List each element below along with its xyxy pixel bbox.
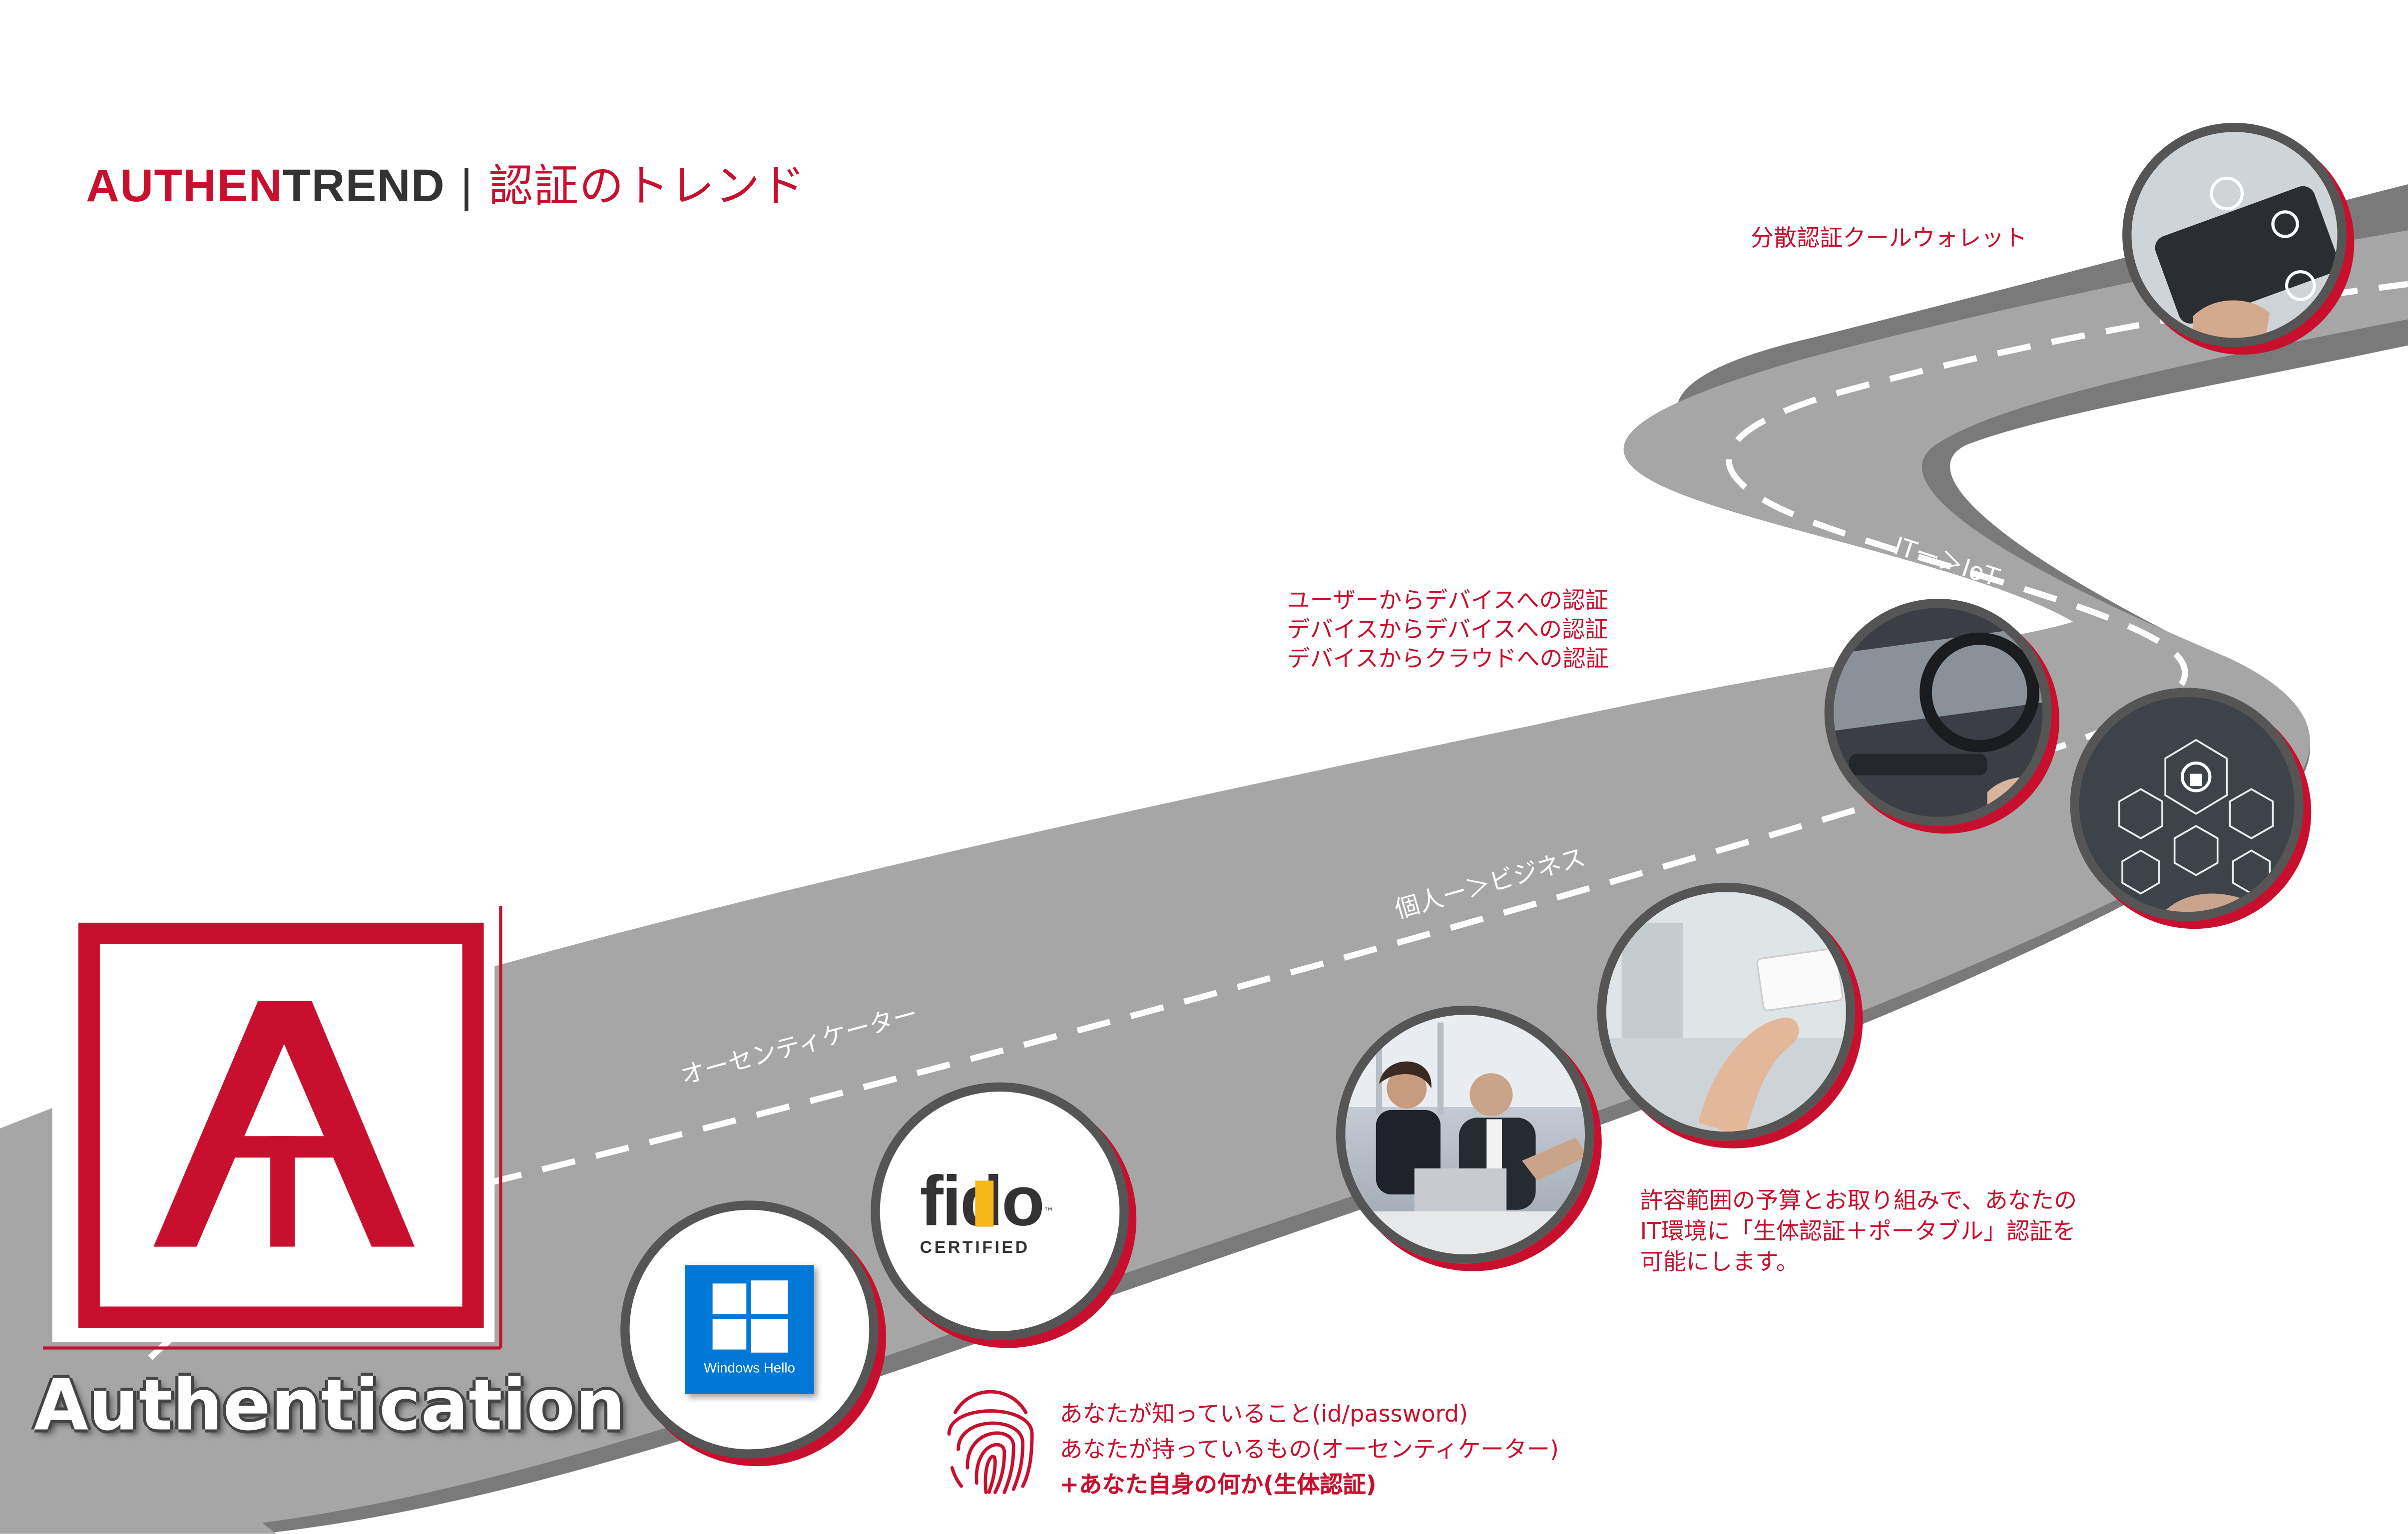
factor-line: あなたが知っていること(id/password): [1059, 1400, 1468, 1428]
business-meeting-photo: [1336, 1005, 1594, 1264]
budget-caption: 許容範囲の予算とお取り組みで、あなたの IT環境に「生体認証＋ポータブル」認証を…: [1640, 1185, 2077, 1277]
authentication-wordmark: Authentication: [33, 1363, 626, 1447]
brand-separator: |: [460, 161, 474, 212]
budget-line: 可能にします。: [1640, 1248, 1799, 1276]
iot-line: デバイスからクラウドへの認証: [1287, 645, 1609, 673]
iot-line: ユーザーからデバイスへの認証: [1287, 586, 1608, 614]
authentication-logo: [43, 906, 503, 1351]
budget-line: 許容範囲の予算とお取り組みで、あなたの: [1640, 1186, 2077, 1215]
iot-line: デバイスからデバイスへの認証: [1287, 615, 1608, 644]
brand-header: AUTHENTREND | 認証のトレンド: [86, 150, 806, 215]
brand-name-part1: AUTHEN: [86, 161, 283, 212]
car-interior-photo: [1824, 599, 2052, 826]
network-security-icon: [2079, 697, 2295, 912]
fido-certified-circle: fido™ CERTIFIED: [871, 1082, 1129, 1341]
at-logo-icon: [43, 906, 502, 1350]
network-security-circle: [2070, 688, 2304, 921]
iot-caption: ユーザーからデバイスへの認証 デバイスからデバイスへの認証 デバイスからクラウド…: [1287, 586, 1609, 674]
windows-hello-label: Windows Hello: [703, 1360, 795, 1376]
phone-wallet-photo: [2122, 122, 2347, 347]
factor-line: あなたが持っているもの(オーセンティケーター): [1059, 1435, 1559, 1464]
wallet-caption: 分散認証クールウォレット: [1751, 224, 2027, 252]
budget-line: IT環境に「生体認証＋ポータブル」認証を: [1640, 1217, 2076, 1245]
brand-name-part2: TREND: [282, 161, 446, 212]
card-hand-photo: [1597, 882, 1856, 1141]
factor-line: +あなた自身の何か(生体認証): [1059, 1471, 1377, 1499]
windows-logo-icon: Windows Hello: [685, 1265, 814, 1394]
road-center-line: [0, 281, 2408, 1523]
road-surface: [0, 230, 2408, 1524]
fingerprint-icon: [947, 1390, 1034, 1494]
fido-logo-icon: fido™ CERTIFIED: [920, 1159, 1089, 1257]
fido-yellow-accent: [975, 1180, 994, 1227]
factors-caption: あなたが知っていること(id/password) あなたが持っているもの(オーセ…: [1059, 1397, 1558, 1503]
fido-certified-label: CERTIFIED: [920, 1239, 1030, 1258]
windows-hello-circle: Windows Hello: [620, 1200, 879, 1459]
fido-trademark: ™: [1043, 1206, 1054, 1219]
brand-tagline: 認証のトレンド: [488, 162, 806, 212]
